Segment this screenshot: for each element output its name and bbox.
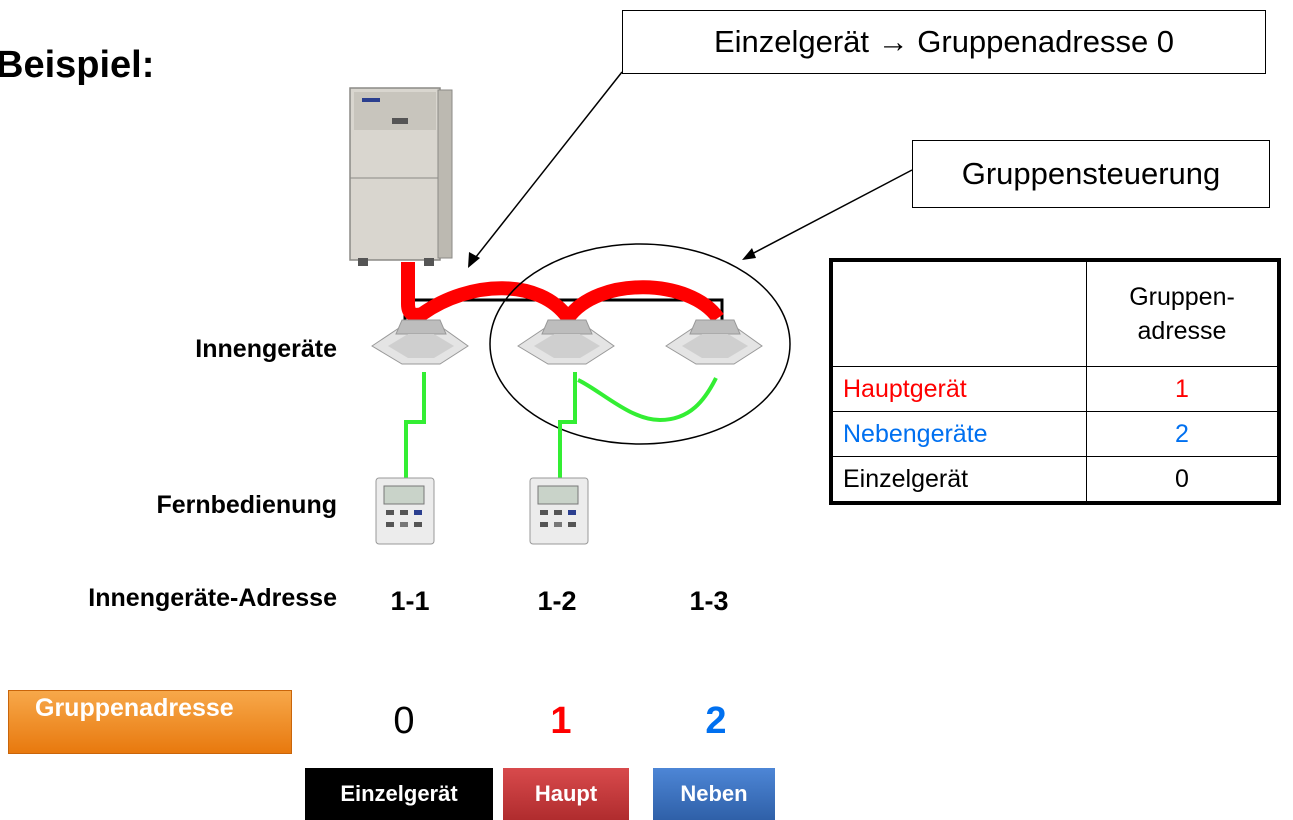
outdoor-unit-icon — [349, 87, 453, 266]
group-address-label: Gruppenadresse — [8, 690, 292, 754]
group-control-callout: Gruppensteuerung — [912, 140, 1270, 208]
table-value-single: 0 — [1086, 456, 1280, 504]
group-value-sub: 2 — [705, 700, 727, 742]
table-label-main: Hauptgerät — [830, 366, 1087, 412]
badge-single: Einzelgerät — [305, 768, 493, 820]
group-value-single: 0 — [393, 700, 415, 742]
table-value-main: 1 — [1086, 366, 1280, 412]
table-label-single: Einzelgerät — [830, 456, 1087, 504]
indoor-address-label: Innengeräte-Adresse — [88, 584, 337, 612]
remote-control-label: Fernbedienung — [156, 491, 337, 519]
single-unit-callout: Einzelgerät → Gruppenadresse 0 — [622, 10, 1266, 74]
indoor-unit-icon — [517, 319, 615, 365]
table-empty-cell — [830, 259, 1087, 367]
address-1-1: 1-1 — [390, 586, 430, 616]
table-value-sub: 2 — [1086, 411, 1280, 457]
indoor-units-label: Innengeräte — [195, 335, 337, 363]
group-ellipse — [489, 243, 791, 445]
remote-controller-icon — [529, 477, 589, 545]
badge-sub: Neben — [653, 768, 775, 820]
indoor-unit-icon — [665, 319, 763, 365]
refrigerant-pipe — [401, 262, 724, 331]
diagram-title: Beispiel: — [0, 44, 155, 86]
indoor-unit-icon — [371, 319, 469, 365]
remote-controller-icon — [375, 477, 435, 545]
group-value-main: 1 — [550, 700, 572, 742]
table-header-group-address: Gruppen- adresse — [1086, 259, 1280, 367]
address-1-2: 1-2 — [537, 586, 577, 616]
control-wire — [404, 372, 718, 478]
group-address-table: Gruppen- adresse Hauptgerät 1 Nebengerät… — [829, 258, 1281, 505]
badge-main: Haupt — [503, 768, 629, 820]
table-label-sub: Nebengeräte — [830, 411, 1087, 457]
address-1-3: 1-3 — [689, 586, 729, 616]
